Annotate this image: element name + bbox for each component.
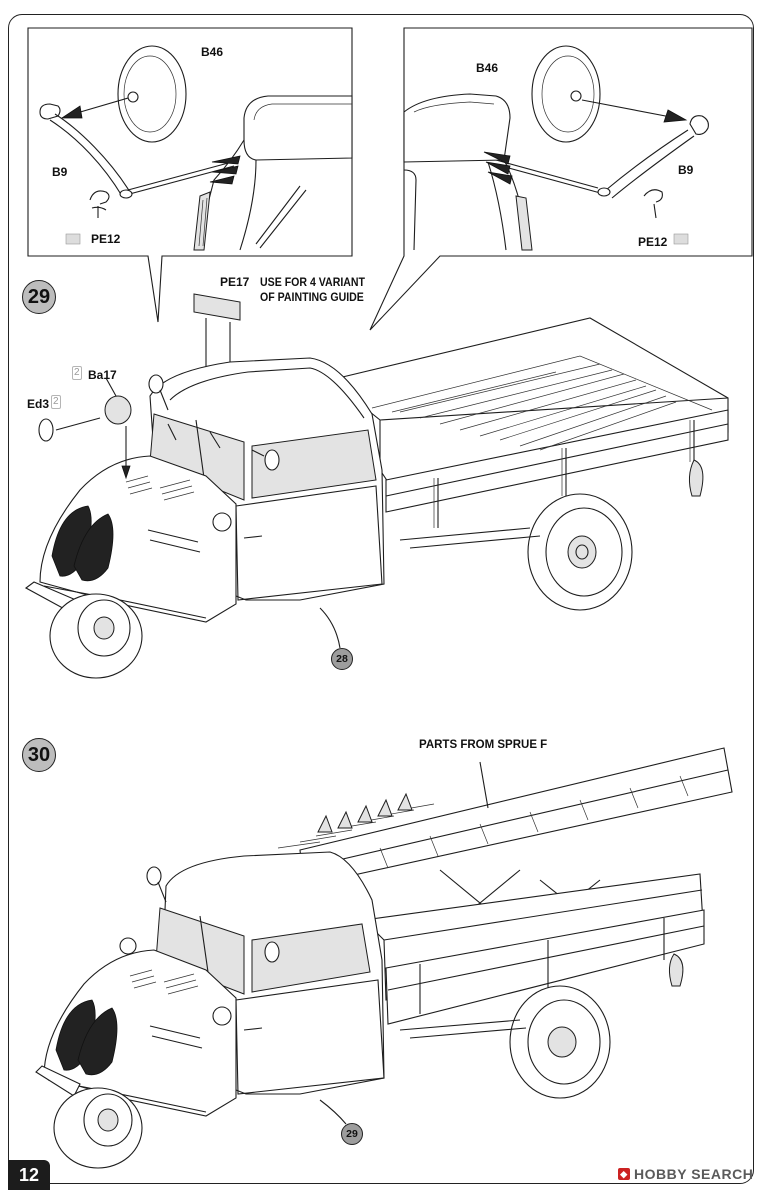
label-b9-left: B9 (52, 165, 68, 179)
label-pe12-right: PE12 (638, 235, 668, 249)
label-pe12-left: PE12 (91, 232, 121, 246)
sprue-note: PARTS FROM SPRUE F (419, 739, 548, 751)
qty-badge-ba17: 2 (72, 366, 82, 380)
step-number-30: 30 (22, 738, 56, 772)
label-b9-right: B9 (678, 163, 694, 177)
page-frame (8, 14, 754, 1184)
painting-guide-note-line2: OF PAINTING GUIDE (260, 292, 364, 304)
detail-panel-left (27, 27, 353, 323)
label-ed3: Ed3 (27, 397, 50, 411)
qty-badge-ed3: 2 (51, 395, 61, 409)
watermark-text: HOBBY SEARCH (634, 1166, 754, 1182)
ref-step-28: 28 (331, 648, 353, 670)
watermark-logo-icon: ◆ (618, 1168, 630, 1180)
step30-vehicle (35, 747, 733, 1169)
watermark: ◆ HOBBY SEARCH (618, 1166, 753, 1182)
label-ba17: Ba17 (88, 368, 117, 382)
page-number: 12 (8, 1160, 50, 1190)
label-pe17: PE17 (220, 275, 250, 289)
label-b46-left: B46 (201, 45, 224, 59)
painting-guide-note: USE FOR 4 VARIANT OF PAINTING GUIDE (260, 276, 365, 306)
detail-panel-right (369, 27, 753, 331)
painting-guide-note-line1: USE FOR 4 VARIANT (260, 277, 366, 289)
step-number-29: 29 (22, 280, 56, 314)
ref-step-29: 29 (341, 1123, 363, 1145)
step29-vehicle (24, 293, 729, 679)
label-b46-right: B46 (476, 61, 499, 75)
